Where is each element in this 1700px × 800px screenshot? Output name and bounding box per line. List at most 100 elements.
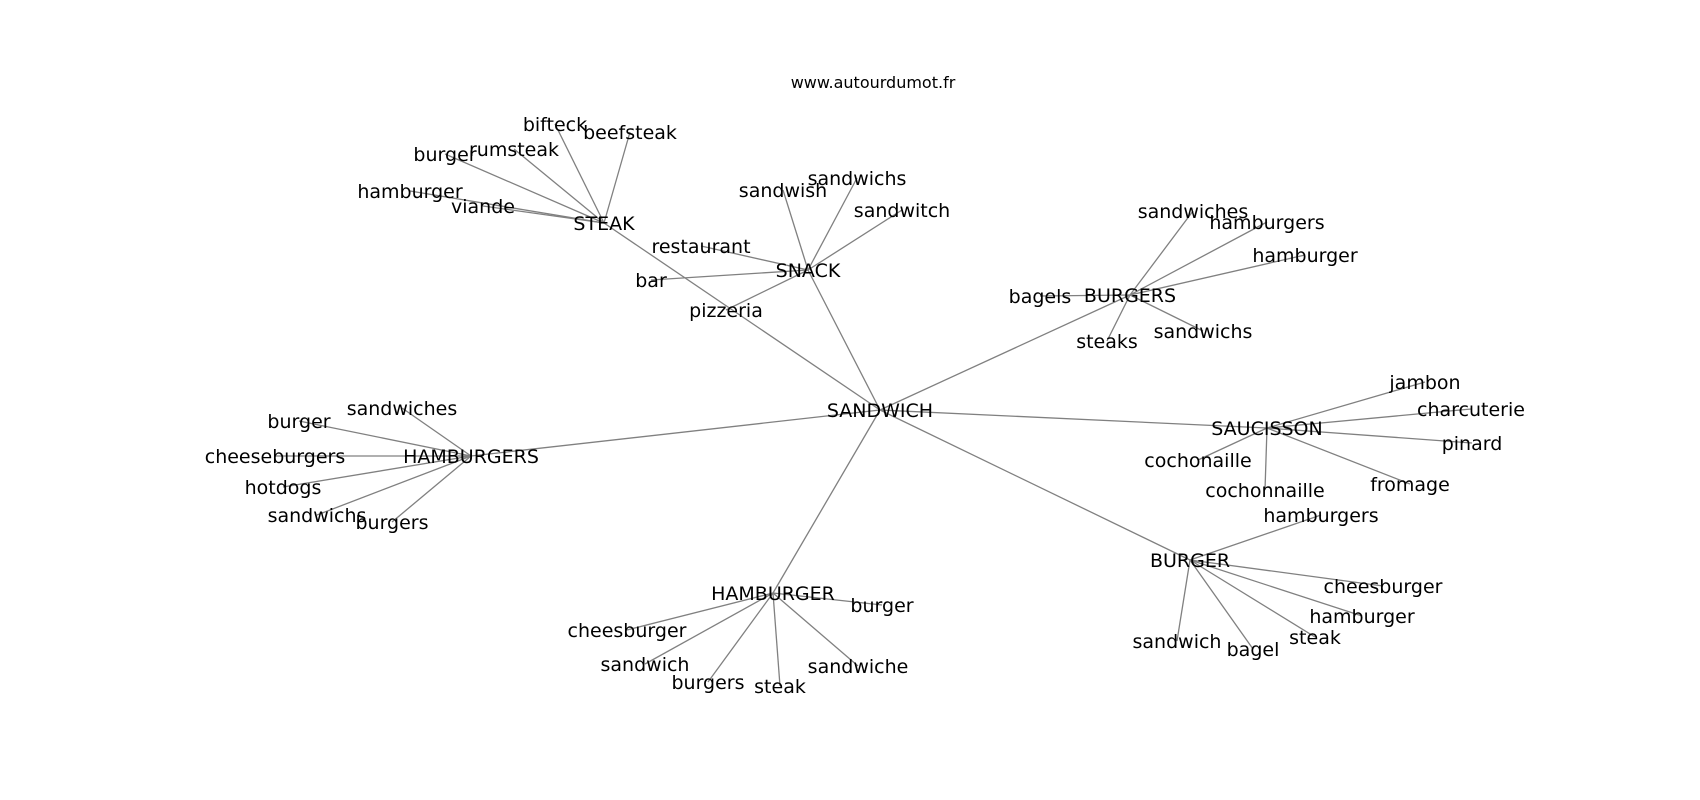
edge-hub-to-leaf — [1176, 559, 1191, 642]
leaf-node: bagels — [1009, 286, 1072, 308]
label-layer: SANDWICHSTEAKbifteckbeefsteakrumsteakbur… — [205, 114, 1525, 698]
leaf-node: sandwichs — [1154, 321, 1253, 343]
edge-hub-to-leaf — [401, 407, 472, 457]
hub-node: BURGERS — [1084, 285, 1176, 307]
center-node: SANDWICH — [827, 400, 933, 422]
leaf-node: beefsteak — [583, 122, 677, 144]
edge-hub-to-leaf — [1129, 254, 1306, 296]
leaf-node: viande — [451, 196, 515, 218]
edge-hub-to-leaf — [650, 269, 809, 281]
leaf-node: sandwiche — [808, 656, 909, 678]
edge-hub-to-leaf — [1197, 427, 1268, 461]
leaf-node: hamburgers — [1263, 505, 1378, 527]
leaf-node: sandwiches — [1138, 201, 1249, 223]
leaf-node: steak — [754, 676, 806, 698]
edge-hub-to-leaf — [807, 177, 858, 271]
leaf-node: hamburger — [357, 181, 463, 203]
edge-center-to-hub — [470, 409, 881, 457]
edge-center-to-hub — [603, 222, 881, 411]
leaf-node: restaurant — [651, 236, 750, 258]
leaf-node: hotdogs — [245, 477, 322, 499]
leaf-node: hamburgers — [1209, 212, 1324, 234]
leaf-node: steaks — [1076, 331, 1138, 353]
edge-hub-to-leaf — [626, 592, 774, 631]
edge-hub-to-leaf — [807, 209, 903, 271]
edge-hub-to-leaf — [1189, 559, 1254, 650]
leaf-node: sandwichs — [808, 168, 907, 190]
hub-node: SNACK — [776, 260, 841, 282]
leaf-node: hamburger — [1309, 606, 1415, 628]
hub-node: BURGER — [1150, 550, 1230, 572]
site-watermark: www.autourdumot.fr — [791, 73, 956, 92]
hub-node: HAMBURGER — [711, 583, 835, 605]
leaf-node: pizzeria — [689, 300, 763, 322]
edge-hub-to-leaf — [1189, 514, 1322, 561]
leaf-node: sandwich — [1133, 631, 1222, 653]
hub-node: SAUCISSON — [1211, 418, 1322, 440]
edge-hub-to-leaf — [772, 592, 859, 667]
edge-hub-to-leaf — [513, 148, 605, 224]
edge-hub-to-leaf — [1266, 408, 1472, 429]
leaf-node: charcuterie — [1417, 399, 1525, 421]
leaf-node: burgers — [671, 672, 744, 694]
leaf-node: burgers — [355, 512, 428, 534]
edge-hub-to-leaf — [1129, 210, 1194, 296]
leaf-node: pinard — [1442, 433, 1503, 455]
leaf-node: sandwitch — [854, 200, 950, 222]
leaf-node: sandwish — [739, 180, 827, 202]
edge-center-to-hub — [879, 409, 1268, 429]
leaf-node: burger — [267, 411, 330, 433]
edge-hub-to-leaf — [1129, 221, 1268, 296]
edge-center-to-hub — [879, 409, 1191, 561]
edge-hub-to-leaf — [644, 592, 774, 665]
leaf-node: sandwiches — [347, 398, 458, 420]
hub-node: HAMBURGERS — [403, 446, 539, 468]
edge-hub-to-leaf — [554, 123, 605, 224]
edge-hub-to-leaf — [707, 592, 774, 683]
leaf-node: fromage — [1370, 474, 1450, 496]
edge-hub-to-leaf — [1264, 427, 1268, 491]
leaf-node: bar — [635, 270, 667, 292]
edge-layer — [275, 123, 1473, 687]
edge-hub-to-leaf — [772, 592, 883, 606]
leaf-node: sandwichs — [268, 505, 367, 527]
edge-hub-to-leaf — [391, 455, 472, 523]
edge-hub-to-leaf — [1189, 559, 1384, 587]
edge-hub-to-leaf — [1189, 559, 1316, 638]
edge-hub-to-leaf — [482, 205, 605, 224]
edge-hub-to-leaf — [409, 190, 605, 224]
edge-hub-to-leaf — [444, 153, 605, 224]
leaf-node: hamburger — [1252, 245, 1358, 267]
leaf-node: rumsteak — [469, 139, 559, 161]
edge-hub-to-leaf — [1039, 294, 1131, 297]
leaf-node: burger — [850, 595, 913, 617]
leaf-node: cheesburger — [1324, 576, 1443, 598]
edge-hub-to-leaf — [772, 592, 781, 687]
leaf-node: burger — [413, 144, 476, 166]
hub-node: STEAK — [573, 213, 635, 235]
leaf-node: steak — [1289, 627, 1341, 649]
edge-hub-to-leaf — [725, 269, 809, 311]
edge-hub-to-leaf — [282, 455, 472, 488]
edge-hub-to-leaf — [298, 420, 472, 457]
edge-center-to-hub — [879, 294, 1131, 411]
leaf-node: cochonaille — [1144, 450, 1251, 472]
edge-hub-to-leaf — [1106, 294, 1131, 342]
edge-center-to-hub — [807, 269, 881, 411]
leaf-node: cheeseburgers — [205, 446, 346, 468]
edge-hub-to-leaf — [316, 455, 472, 516]
edge-hub-to-leaf — [603, 131, 631, 224]
leaf-node: bagel — [1227, 639, 1280, 661]
leaf-node: jambon — [1388, 372, 1460, 394]
leaf-node: sandwich — [601, 654, 690, 676]
leaf-node: cheesburger — [568, 620, 687, 642]
leaf-node: cochonnaille — [1205, 480, 1324, 502]
edge-hub-to-leaf — [1266, 427, 1473, 444]
edge-hub-to-leaf — [782, 189, 809, 271]
edge-hub-to-leaf — [1189, 559, 1363, 617]
edge-center-to-hub — [772, 409, 881, 594]
leaf-node: bifteck — [523, 114, 587, 136]
edge-hub-to-leaf — [1266, 427, 1411, 485]
edge-hub-to-leaf — [1266, 381, 1426, 429]
